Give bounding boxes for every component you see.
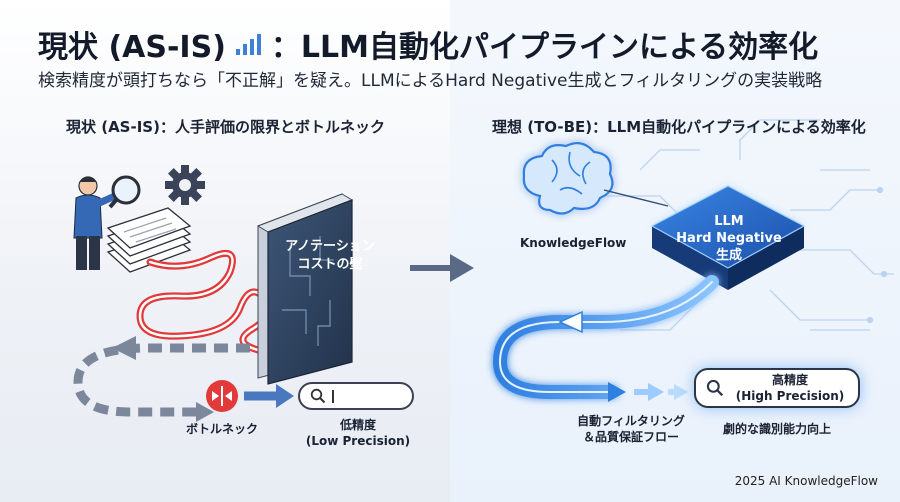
automated-flow-path: [492, 275, 719, 399]
brain-icon: [522, 141, 614, 215]
flow-label-line2: ＆品質保証フロー: [582, 429, 679, 444]
text-caret: [332, 390, 334, 403]
low-precision-line2: (Low Precision): [305, 433, 411, 448]
flow-label: 自動フィルタリング ＆品質保証フロー: [556, 414, 706, 445]
page-subtitle: 検索精度が頭打ちなら「不正解」を疑え。LLMによるHard Negative生成…: [38, 71, 823, 91]
wall-label: アノテーション コストの壁: [270, 238, 390, 273]
chip-label-line2: Hard Negative: [676, 230, 782, 246]
flow-to-high-arrows: [634, 383, 688, 401]
brain-to-chip-line: [603, 189, 669, 207]
search-icon: [310, 388, 326, 404]
title-llm-pipeline: ：LLM自動化パイプラインによる効率化: [270, 30, 819, 65]
wall-label-line1: アノテーション: [285, 239, 375, 254]
high-precision-search-box: 高精度 (High Precision): [694, 368, 860, 408]
chip-label: LLM Hard Negative 生成: [664, 214, 794, 265]
feedback-loop-arrow: [73, 343, 250, 417]
annotation-cost-wall: [256, 193, 354, 385]
llm-chip: [650, 185, 806, 290]
arrow-right-icon: [410, 254, 474, 282]
brain-label: KnowledgeFlow: [520, 236, 627, 250]
person-magnifier-icon: [73, 175, 141, 270]
circuit-lines: [600, 119, 894, 331]
low-precision-line1: 低精度: [339, 418, 376, 432]
footer-credit: 2025 AI KnowledgeFlow: [734, 474, 878, 488]
bottleneck-icon: [206, 380, 238, 412]
documents-icon: [106, 207, 192, 273]
wall-label-line2: コストの壁: [297, 256, 363, 272]
flow-label-line1: 自動フィルタリング: [577, 414, 685, 428]
high-precision-line2: (High Precision): [735, 388, 845, 403]
as-is-section-title: 現状 (AS-IS)：人手評価の限界とボトルネック: [66, 118, 385, 136]
to-be-section-title: 理想 (TO-BE)：LLM自動化パイプラインによる効率化: [492, 118, 866, 136]
title-as-is: 現状 (AS-IS): [38, 30, 226, 65]
chip-label-line1: LLM: [714, 214, 744, 229]
gear-icon: [165, 165, 205, 205]
search-icon: [706, 379, 724, 397]
chip-label-line3: 生成: [715, 247, 742, 263]
high-precision-label: 高精度 (High Precision): [722, 373, 858, 404]
low-precision-search-box: [298, 382, 414, 410]
bottleneck-label: ボトルネック: [186, 422, 259, 436]
low-precision-label: 低精度 (Low Precision): [300, 418, 416, 449]
signal-bars-icon: [235, 33, 261, 55]
result-label: 劇的な識別能力向上: [722, 422, 831, 436]
page-title: 現状 (AS-IS) ：LLM自動化パイプラインによる効率化: [38, 22, 818, 66]
high-precision-line1: 高精度: [771, 373, 808, 387]
